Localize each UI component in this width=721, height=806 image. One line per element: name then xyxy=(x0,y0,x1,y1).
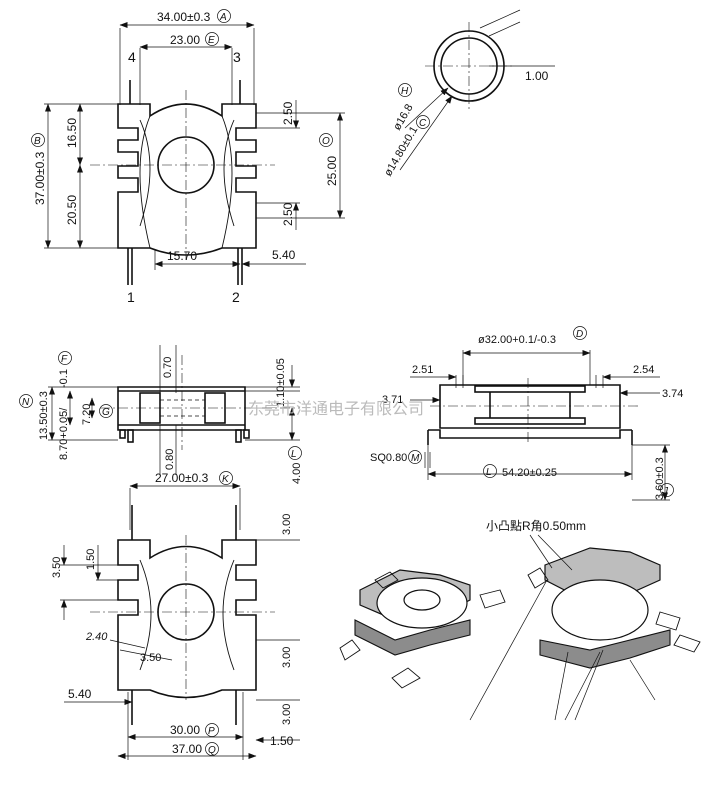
svg-text:F: F xyxy=(61,354,68,365)
ref-balloon-k: K xyxy=(219,471,233,485)
svg-text:Q: Q xyxy=(208,745,216,756)
svg-text:L: L xyxy=(486,467,492,478)
dim-wall: 1.00 xyxy=(525,69,549,83)
dim-pin-span: 54.20±0.25 xyxy=(502,467,557,479)
dim-pin-square: SQ0.80 xyxy=(370,452,407,464)
dim-bottom-300b: 3.00 xyxy=(281,647,293,668)
svg-text:D: D xyxy=(576,329,583,340)
dim-right-pin: 3.74 xyxy=(662,388,683,400)
dim-side-inner: 8.70+0.05/ xyxy=(58,407,70,460)
dim-slot-bottom: 2.50 xyxy=(281,202,295,226)
side-view: 13.50±0.3 N -0.1 F 8.70+0.05/ 7.20 G 0.7… xyxy=(19,345,303,484)
dim-side-mid: 7.20 xyxy=(81,404,93,425)
ref-balloon-p: P xyxy=(205,723,219,737)
dim-lower-height: 20.50 xyxy=(65,195,79,225)
ref-balloon-g: G xyxy=(99,404,113,418)
dim-side-bottom-gap: 0.80 xyxy=(164,449,176,470)
pin-label-4: 4 xyxy=(128,49,136,65)
watermark-text: 东莞市洋通电子有限公司 xyxy=(248,400,424,418)
ref-balloon-j: J xyxy=(660,483,674,497)
dim-bottom-150b: 1.50 xyxy=(270,734,294,748)
svg-text:J: J xyxy=(662,486,669,497)
pin-label-2: 2 xyxy=(232,289,240,305)
svg-text:G: G xyxy=(102,407,110,418)
svg-text:K: K xyxy=(222,474,230,485)
dim-width-30: 30.00 xyxy=(170,723,200,737)
ref-balloon-l-side: L xyxy=(288,446,302,460)
front-view: ø32.00+0.1/-0.3 D 2.51 2.54 3.71 3.74 SQ… xyxy=(370,326,683,501)
dim-overall-height: 37.00±0.3 xyxy=(33,151,47,205)
dim-bottom-width: 27.00±0.3 xyxy=(155,471,209,485)
pin-label-3: 3 xyxy=(233,49,241,65)
svg-text:A: A xyxy=(219,12,227,23)
dim-bottom-240: 2.40 xyxy=(85,631,108,643)
dim-bottom-350b: 3.50 xyxy=(140,652,161,664)
dim-side-tol: -0.1 xyxy=(58,369,70,388)
note-radius: 小凸點R角0.50mm xyxy=(486,519,586,533)
ref-balloon-c: C xyxy=(416,115,430,129)
svg-text:M: M xyxy=(411,453,420,464)
bobbin-bottom-outline xyxy=(117,539,257,699)
dim-slot-span: 25.00 xyxy=(325,156,339,186)
dim-pin-height: 3.60±0.3 xyxy=(654,457,666,500)
dim-bottom-350: 3.50 xyxy=(51,557,63,578)
pin-label-1: 1 xyxy=(127,289,135,305)
bottom-view: 27.00±0.3 K 3.00 3.50 1.50 2.40 3.50 3.0… xyxy=(51,471,300,760)
svg-text:H: H xyxy=(401,86,409,97)
top-view: 34.00±0.3 A 23.00 E 4 3 1 2 xyxy=(31,9,345,305)
bobbin-top-outline xyxy=(117,103,257,256)
dim-bottom-300a: 3.00 xyxy=(281,514,293,535)
dim-left-offset: 2.51 xyxy=(412,364,433,376)
bobbin-section-view: 1.00 ø16.8 ø14.80±0.1 H C xyxy=(382,9,555,179)
svg-text:C: C xyxy=(419,118,427,129)
ref-balloon-h: H xyxy=(398,83,412,97)
ref-balloon-m: M xyxy=(408,450,422,464)
svg-text:N: N xyxy=(22,397,30,408)
dim-side-pin-length: 4.00 xyxy=(291,463,303,484)
dim-right-offset: 2.54 xyxy=(633,364,654,376)
dim-width-37: 37.00 xyxy=(172,742,202,756)
iso-view-left xyxy=(339,569,506,689)
svg-text:L: L xyxy=(291,449,297,460)
ref-balloon-o: O xyxy=(319,133,333,147)
dim-bottom-300c: 3.00 xyxy=(281,704,293,725)
dim-pin-offset: 15.70 xyxy=(167,249,197,263)
iso-view-right xyxy=(527,547,701,669)
dim-side-height: 13.50±0.3 xyxy=(38,391,50,440)
dim-bottom-540: 5.40 xyxy=(68,687,92,701)
iso-note: 小凸點R角0.50mm xyxy=(469,519,656,721)
ref-balloon-a: A xyxy=(217,9,231,23)
dim-bottom-150: 1.50 xyxy=(85,549,97,570)
svg-text:O: O xyxy=(322,136,330,147)
dim-left-pin: 3.71 xyxy=(382,394,403,406)
dim-side-flange: 1.10±0.05 xyxy=(275,358,287,407)
ref-balloon-l-front: L xyxy=(483,464,497,478)
svg-text:B: B xyxy=(34,136,41,147)
dim-upper-height: 16.50 xyxy=(65,118,79,148)
dim-pin-width: 5.40 xyxy=(272,248,296,262)
dim-flange-dia: ø32.00+0.1/-0.3 xyxy=(478,334,556,346)
ref-balloon-q: Q xyxy=(205,742,219,756)
ref-balloon-f: F xyxy=(58,351,72,365)
svg-text:P: P xyxy=(208,726,215,737)
svg-text:E: E xyxy=(208,35,215,46)
ref-balloon-b: B xyxy=(31,133,45,147)
dim-inner-width: 23.00 xyxy=(170,33,200,47)
ref-balloon-n: N xyxy=(19,394,33,408)
ref-balloon-e: E xyxy=(205,32,219,46)
dim-side-top-gap: 0.70 xyxy=(162,357,174,378)
dim-overall-width: 34.00±0.3 xyxy=(157,10,211,24)
ref-balloon-d: D xyxy=(573,326,587,340)
